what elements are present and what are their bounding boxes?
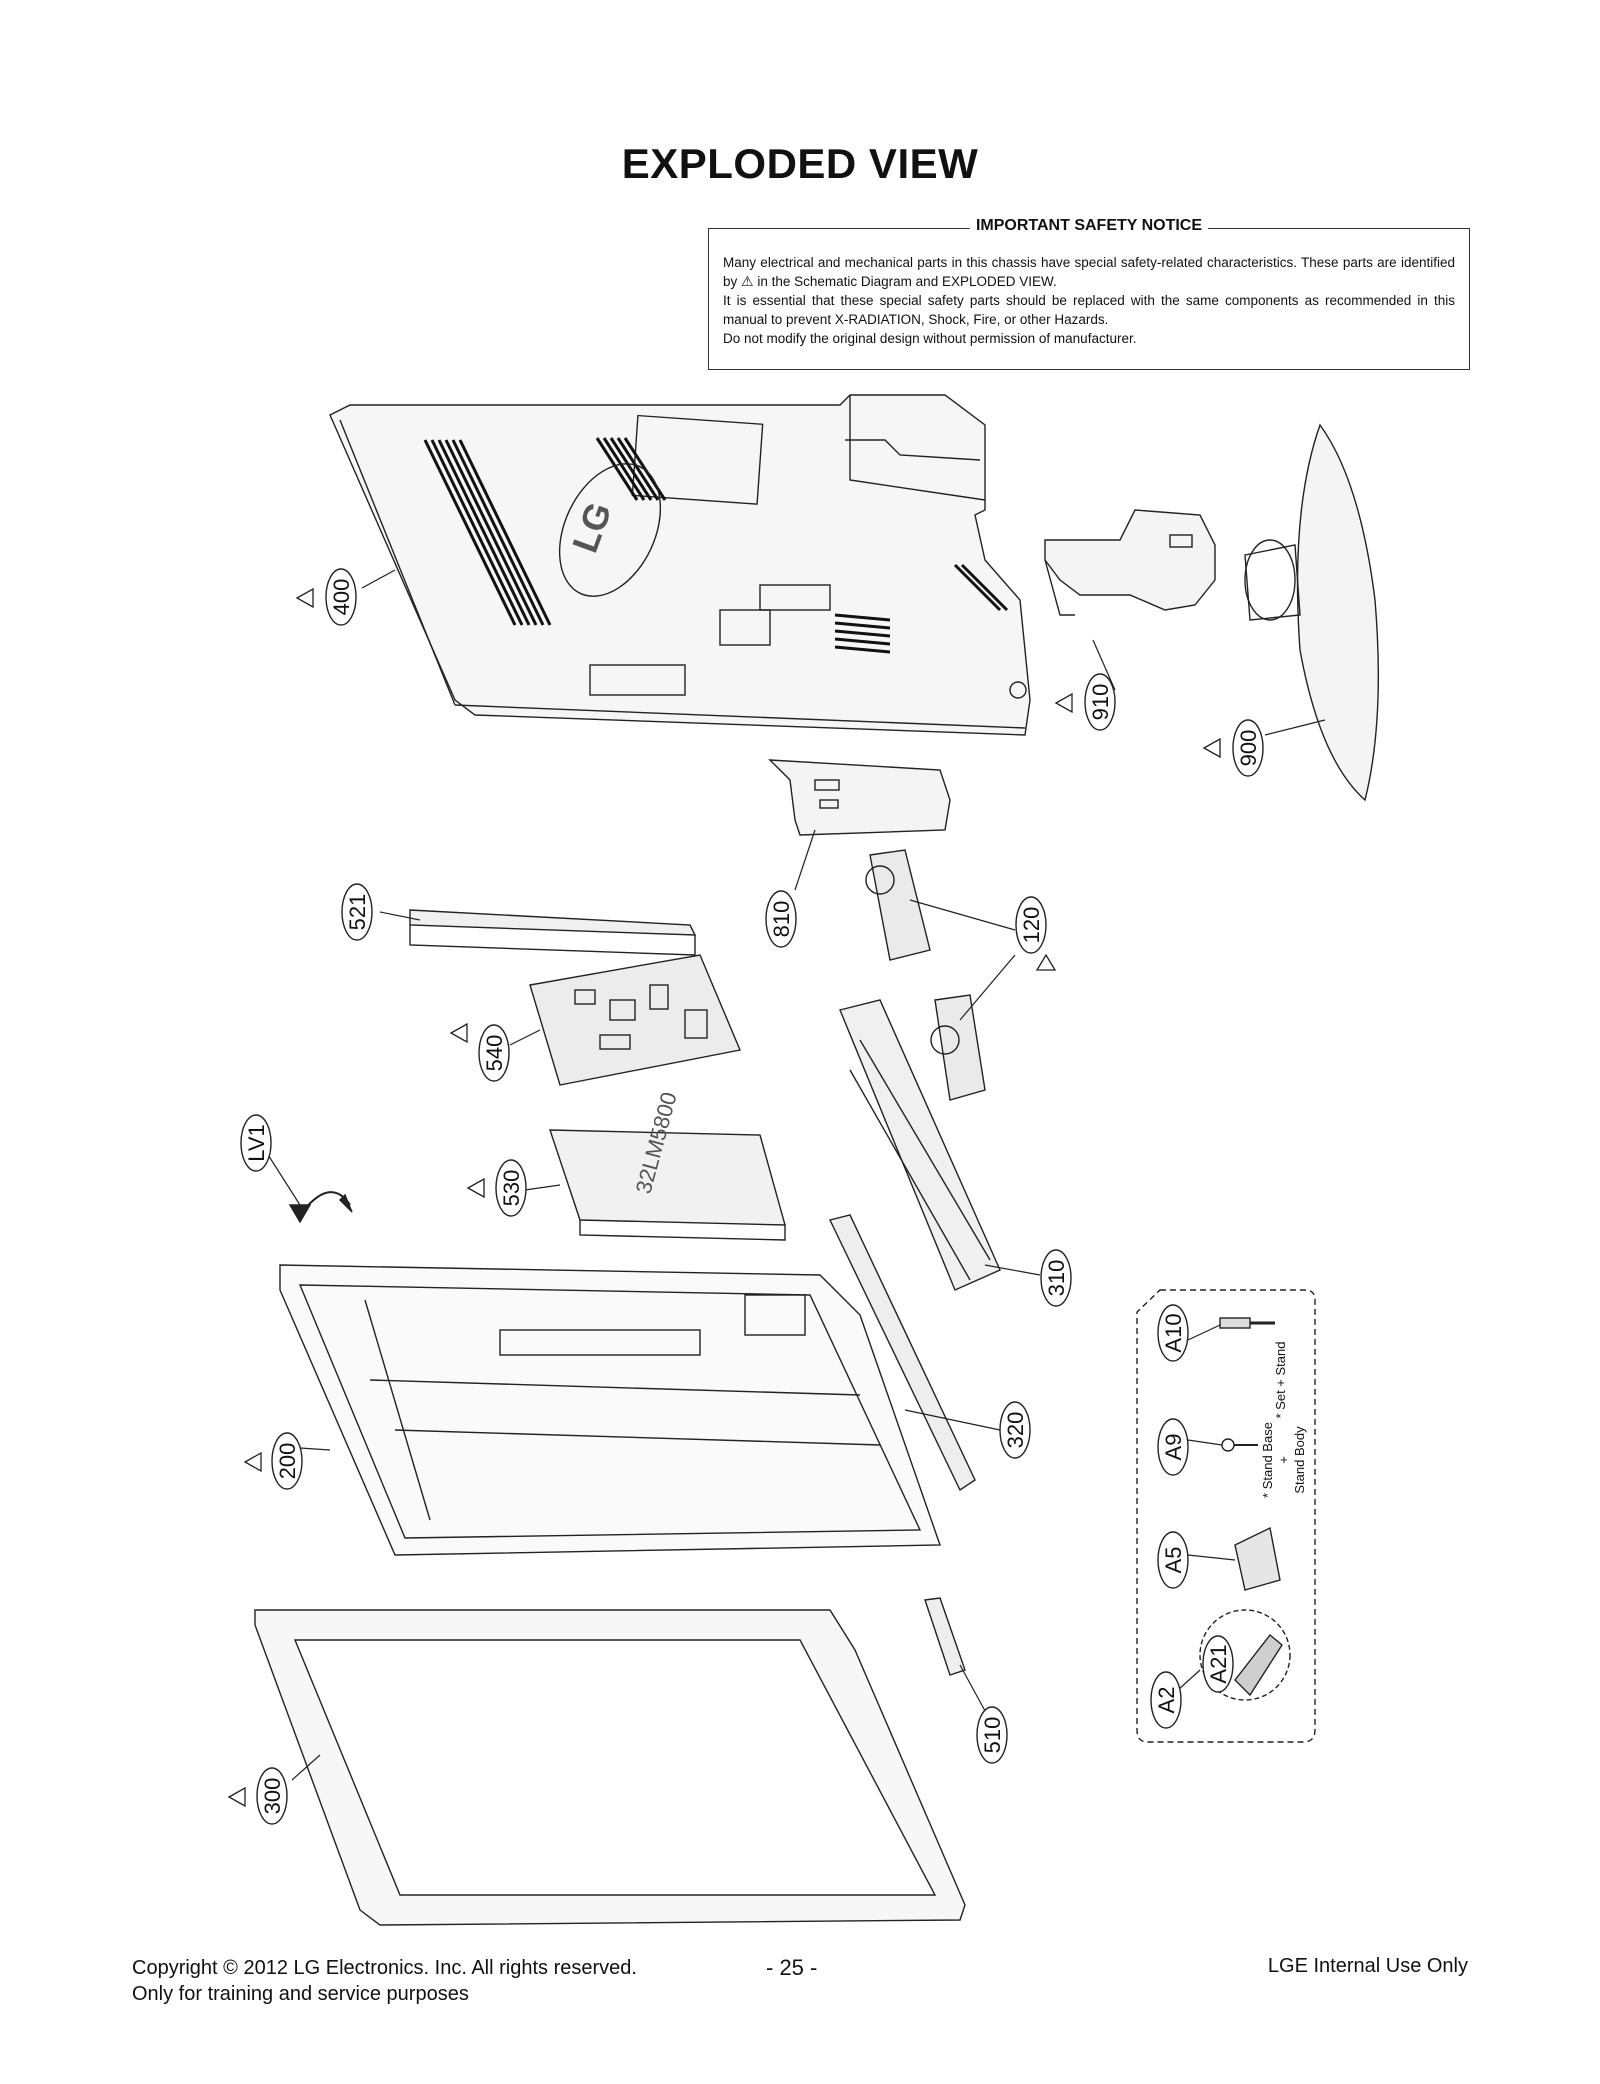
purpose-text: Only for training and service purposes bbox=[132, 1983, 469, 2005]
safety-notice-line-2: It is essential that these special safet… bbox=[723, 293, 1455, 327]
safety-notice-line-3: Do not modify the original design withou… bbox=[723, 331, 1137, 346]
safety-triangle-icon bbox=[449, 1022, 468, 1044]
back-cover-part: LG bbox=[329, 394, 1031, 736]
safety-notice-box: IMPORTANT SAFETY NOTICE Many electrical … bbox=[708, 217, 1470, 370]
callout-320: 320 bbox=[1003, 1412, 1028, 1449]
callout-810: 810 bbox=[769, 901, 794, 938]
callout-a21: A21 bbox=[1206, 1644, 1231, 1683]
callout-200: 200 bbox=[275, 1443, 300, 1480]
front-bezel-part bbox=[254, 1609, 966, 1926]
callout-900: 900 bbox=[1236, 730, 1261, 767]
note-plus: + bbox=[1276, 1456, 1291, 1464]
safety-triangle-icon bbox=[1035, 953, 1057, 971]
note-set-stand: * Set + Stand bbox=[1273, 1342, 1288, 1419]
safety-triangle-icon bbox=[295, 587, 314, 609]
chassis-frame-part bbox=[279, 1264, 941, 1556]
stand-base-part bbox=[1244, 423, 1380, 802]
copyright-text: Copyright © 2012 LG Electronics. Inc. Al… bbox=[132, 1957, 637, 1979]
callout-a9: A9 bbox=[1161, 1434, 1186, 1461]
callout-540: 540 bbox=[482, 1035, 507, 1072]
rear-frame-part bbox=[839, 999, 1001, 1291]
safety-notice-body: Many electrical and mechanical parts in … bbox=[723, 253, 1455, 348]
safety-triangle-icon bbox=[227, 1786, 246, 1808]
stand-bracket-part bbox=[768, 759, 951, 836]
key-board-part bbox=[924, 1597, 966, 1676]
callout-300: 300 bbox=[260, 1778, 285, 1815]
page-number: - 25 - bbox=[766, 1955, 818, 1980]
callout-910: 910 bbox=[1088, 684, 1113, 721]
footer-left: Copyright © 2012 LG Electronics. Inc. Al… bbox=[132, 1955, 637, 2007]
stand-neck-part bbox=[1044, 509, 1216, 616]
callout-530: 530 bbox=[499, 1170, 524, 1207]
safety-triangle-icon bbox=[1202, 737, 1221, 759]
power-supply-part: 32LM5800 bbox=[549, 1089, 786, 1241]
callout-a10: A10 bbox=[1161, 1313, 1186, 1352]
page-title: EXPLODED VIEW bbox=[621, 140, 979, 187]
safety-notice-line-1: Many electrical and mechanical parts in … bbox=[723, 255, 1455, 289]
lv1-rotation-arrow bbox=[288, 1191, 353, 1224]
callout-310: 310 bbox=[1044, 1260, 1069, 1297]
warning-triangle-icon: ⚠ bbox=[741, 273, 754, 289]
safety-triangle-icon bbox=[1054, 692, 1073, 714]
main-board-part bbox=[529, 954, 741, 1086]
side-strip-part bbox=[828, 1214, 976, 1492]
safety-triangle-icon bbox=[466, 1177, 485, 1199]
callout-400: 400 bbox=[329, 579, 354, 616]
side-bracket-part bbox=[409, 909, 697, 956]
callout-120: 120 bbox=[1019, 907, 1044, 944]
callout-510: 510 bbox=[980, 1717, 1005, 1754]
callout-lv1: LV1 bbox=[244, 1124, 269, 1162]
accessory-box bbox=[1136, 1289, 1316, 1743]
speaker-part bbox=[865, 849, 986, 1101]
note-stand-body: Stand Body bbox=[1292, 1426, 1307, 1494]
safety-notice-title: IMPORTANT SAFETY NOTICE bbox=[969, 217, 1209, 234]
callout-a5: A5 bbox=[1161, 1547, 1186, 1574]
internal-use-text: LGE Internal Use Only bbox=[1267, 1955, 1468, 1977]
note-stand-base: * Stand Base bbox=[1260, 1422, 1275, 1498]
callout-521: 521 bbox=[345, 894, 370, 931]
callout-a2: A2 bbox=[1154, 1687, 1179, 1714]
safety-triangle-icon bbox=[243, 1451, 262, 1473]
